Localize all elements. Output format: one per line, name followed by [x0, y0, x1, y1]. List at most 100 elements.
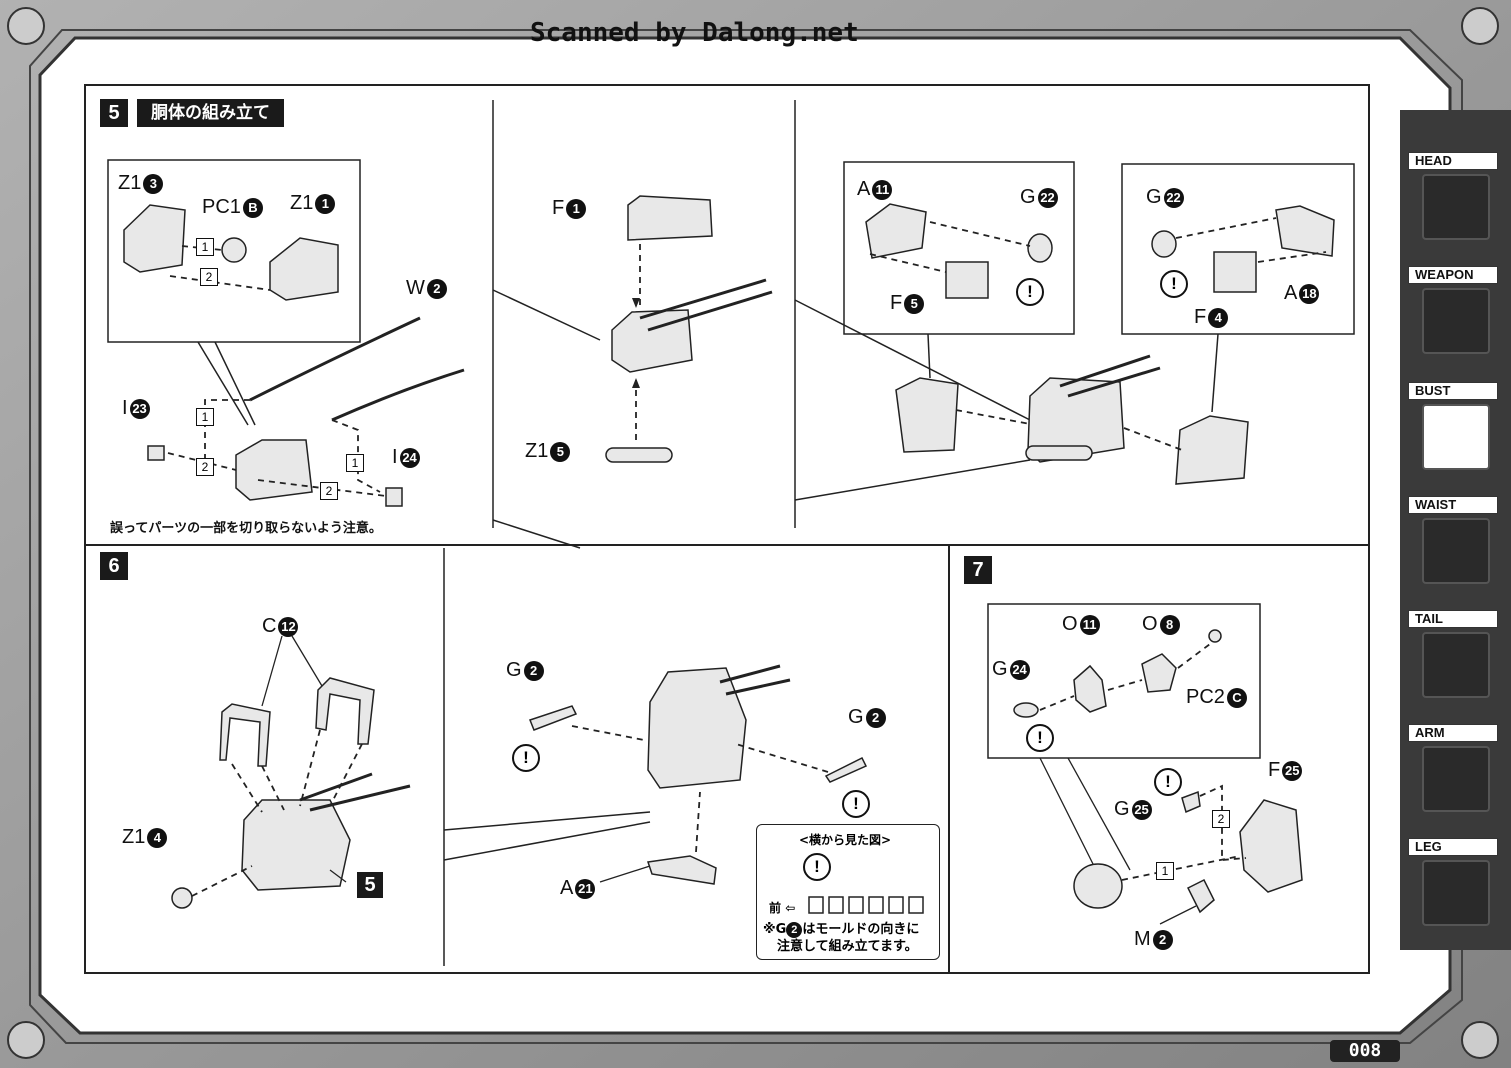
step5-title: 胴体の組み立て: [137, 99, 284, 127]
part-number: 12: [278, 616, 299, 637]
part-number: 5: [550, 441, 571, 462]
side-view-chain: [808, 896, 924, 914]
part-number: 3: [143, 173, 164, 194]
order-mark: 2: [196, 458, 214, 476]
order-mark: 1: [346, 454, 364, 472]
warning-icon: !: [1160, 270, 1188, 298]
part-letter: F: [890, 292, 903, 314]
side-tab-label: LEG: [1408, 838, 1498, 856]
tail-icon: [1422, 632, 1490, 698]
side-tab-label: HEAD: [1408, 152, 1498, 170]
side-tab-weapon[interactable]: WEAPON: [1408, 266, 1498, 354]
side-tab-head[interactable]: HEAD: [1408, 152, 1498, 240]
bust-icon: [1422, 404, 1490, 470]
part-number: 25: [1131, 799, 1152, 820]
part-number: 24: [399, 447, 420, 468]
warning-icon: !: [803, 853, 831, 881]
part-letter: F: [1268, 759, 1281, 781]
assembly-ref: 5: [357, 872, 383, 898]
side-tab-leg[interactable]: LEG: [1408, 838, 1498, 926]
arm-icon: [1422, 746, 1490, 812]
part-letter: O: [1062, 613, 1078, 635]
side-tab-label: BUST: [1408, 382, 1498, 400]
part-number: 21: [575, 878, 596, 899]
part-letter: C: [262, 615, 277, 637]
side-tab-label: TAIL: [1408, 610, 1498, 628]
leg-icon: [1422, 860, 1490, 926]
head-icon: [1422, 174, 1490, 240]
part-number: 2: [523, 660, 544, 681]
arrow-left-icon: ⇦: [785, 901, 796, 915]
part-number: 8: [1159, 614, 1180, 635]
note-line2: 注意して組み立てます。: [777, 939, 918, 954]
step6-number: 6: [100, 552, 128, 580]
warning-icon: !: [1026, 724, 1054, 752]
front-label: 前 ⇦: [769, 899, 795, 916]
part-number: 22: [1163, 187, 1184, 208]
part-number: 18: [1299, 283, 1320, 304]
part-letter: I: [122, 397, 128, 419]
part-number: 11: [1079, 614, 1100, 635]
part-letter: G: [1020, 186, 1036, 208]
order-mark: 2: [200, 268, 218, 286]
part-letter: A: [560, 877, 574, 899]
side-tab-waist[interactable]: WAIST: [1408, 496, 1498, 584]
page-number: 008: [1330, 1040, 1400, 1062]
step7-number: 7: [964, 556, 992, 584]
part-letter: G: [848, 706, 864, 728]
side-tab-arm[interactable]: ARM: [1408, 724, 1498, 812]
part-letter: A: [1284, 282, 1298, 304]
part-number: 2: [865, 707, 886, 728]
weapon-icon: [1422, 288, 1490, 354]
part-number: 24: [1009, 659, 1030, 680]
part-number: 23: [129, 398, 150, 419]
order-mark: 1: [196, 408, 214, 426]
part-letter: G: [992, 658, 1008, 680]
side-tab-bust[interactable]: BUST: [1408, 382, 1498, 470]
front-label-text: 前: [769, 901, 782, 915]
side-view-title: <横から見た図>: [799, 833, 892, 847]
order-mark: 2: [320, 482, 338, 500]
step7-panel: [948, 544, 1370, 974]
part-letter: PC1: [202, 196, 241, 218]
part-letter: G: [506, 659, 522, 681]
side-tab-label: WEAPON: [1408, 266, 1498, 284]
part-letter: PC2: [1186, 686, 1225, 708]
part-letter: Z1: [525, 440, 549, 462]
part-letter: G: [1146, 186, 1162, 208]
part-letter: M: [1134, 928, 1151, 950]
part-letter: O: [1142, 613, 1158, 635]
scanner-credit: Scanned by Dalong.net: [530, 18, 859, 48]
note-line1: はモールドの向きに: [802, 922, 920, 937]
part-letter: A: [857, 178, 871, 200]
part-number: 2: [426, 278, 447, 299]
warning-icon: !: [1154, 768, 1182, 796]
part-letter: F: [552, 197, 565, 219]
part-number: 1: [566, 198, 587, 219]
part-number: 4: [147, 827, 168, 848]
part-number: 11: [872, 179, 893, 200]
side-tab-tail[interactable]: TAIL: [1408, 610, 1498, 698]
part-number: B: [242, 197, 263, 218]
part-number: 25: [1282, 760, 1303, 781]
